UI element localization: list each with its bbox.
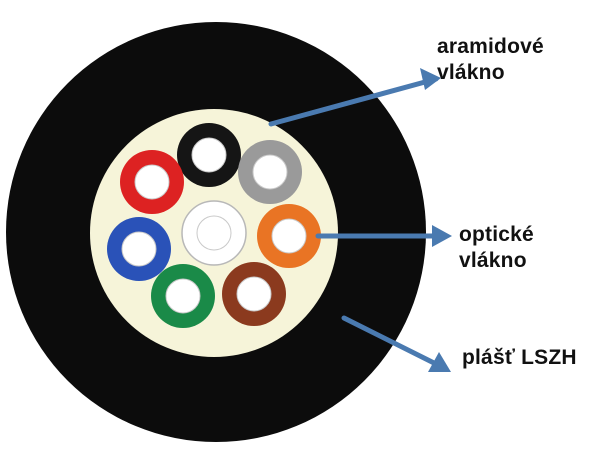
arrow-optical-fiber-head [432,225,452,247]
label-optical-fiber: optické vlákno [459,222,534,274]
fiber-core-orange [271,218,307,254]
arrow-aramid-head [420,68,441,90]
label-fiber-line2: vlákno [459,249,527,272]
fiber-core-black [191,137,227,173]
fiber-core-brown [236,276,272,312]
arrow-jacket [341,315,443,369]
label-jacket-text: plášť LSZH [462,346,577,369]
fiber-core-red [134,164,170,200]
label-lszh-jacket: plášť LSZH [462,345,577,371]
label-aramid-line1: aramidové [437,35,544,58]
fiber-core-green [165,278,201,314]
fiber-core-white [196,215,232,251]
label-aramid-fiber: aramidové vlákno [437,34,544,86]
label-fiber-line1: optické [459,223,534,246]
label-aramid-line2: vlákno [437,61,505,84]
fiber-core-gray [252,154,288,190]
arrow-jacket-head [428,352,451,372]
arrow-aramid [268,76,439,127]
fiber-core-blue [121,231,157,267]
